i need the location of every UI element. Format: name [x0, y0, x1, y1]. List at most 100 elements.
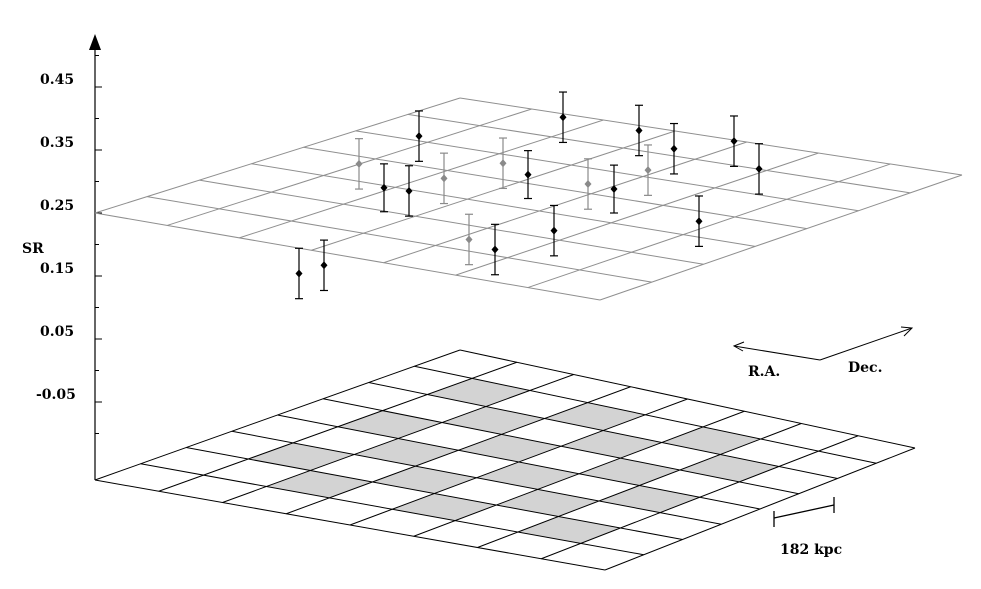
- top-grid-line: [303, 146, 807, 230]
- bottom-grid-line: [413, 410, 745, 537]
- data-point: [440, 152, 448, 205]
- bottom-grid-shaded-cell: [560, 430, 662, 459]
- dec-arrow-head: [900, 326, 914, 337]
- data-point: [380, 163, 388, 213]
- axes: 0.450.350.250.150.05-0.05: [36, 34, 102, 480]
- y-tick-label: -0.05: [36, 387, 76, 403]
- top-grid-line: [527, 163, 891, 289]
- point-marker: [730, 137, 738, 146]
- bottom-grid-shaded-cell: [517, 516, 621, 544]
- scale-bar-label: 182 kpc: [780, 542, 842, 558]
- data-point: [635, 104, 643, 157]
- direction-indicator: R.A. Dec.: [732, 326, 914, 380]
- top-grid-line: [383, 141, 748, 264]
- point-marker: [695, 217, 703, 226]
- data-point: [559, 91, 567, 144]
- point-marker: [440, 174, 448, 183]
- point-marker: [610, 185, 618, 194]
- bottom-grid-shaded-cell: [679, 454, 779, 482]
- bottom-grid-shaded-cell: [427, 378, 530, 407]
- y-tick-label: 0.05: [40, 324, 74, 340]
- bottom-grid-line: [323, 398, 799, 495]
- point-marker: [644, 166, 652, 175]
- data-point: [584, 158, 592, 210]
- data-point: [295, 247, 303, 300]
- point-marker: [584, 180, 592, 189]
- data-point: [465, 213, 473, 266]
- top-grid-plane: [94, 97, 963, 301]
- top-grid-line: [94, 97, 461, 214]
- data-points: [295, 91, 763, 300]
- bottom-grid-shaded-cell: [337, 410, 443, 439]
- bottom-grid-shaded-cell: [544, 402, 646, 431]
- data-point: [405, 165, 413, 217]
- point-marker: [524, 170, 532, 179]
- bottom-grid-shaded-cell: [496, 489, 599, 517]
- scale-bar: 182 kpc: [773, 497, 842, 558]
- data-point: [415, 110, 423, 162]
- bottom-grid-shaded-cell: [661, 426, 761, 455]
- bottom-grid-shaded-cell: [442, 406, 545, 435]
- data-point: [320, 239, 328, 292]
- point-marker: [295, 269, 303, 278]
- y-tick-label: 0.15: [40, 261, 74, 277]
- data-point: [670, 122, 678, 175]
- top-grid-line: [407, 113, 911, 194]
- ra-arrow-head: [732, 341, 745, 352]
- point-marker: [491, 245, 499, 254]
- data-point: [610, 164, 618, 214]
- bottom-grid-line: [541, 435, 859, 560]
- data-point: [755, 143, 763, 195]
- bottom-grid-shaded-cell: [458, 434, 561, 462]
- data-point: [695, 195, 703, 247]
- bottom-grid-shaded-cell: [598, 485, 700, 513]
- top-grid-line: [355, 130, 859, 212]
- bottom-grid-shaded-cell: [266, 470, 373, 498]
- point-marker: [320, 261, 328, 270]
- top-grid-line: [199, 179, 704, 265]
- point-marker: [465, 235, 473, 244]
- top-grid-line: [455, 152, 819, 276]
- point-marker: [355, 159, 363, 168]
- bottom-grid-line: [604, 447, 916, 571]
- data-point: [524, 150, 532, 200]
- ra-label: R.A.: [748, 364, 780, 380]
- bottom-grid-line: [459, 349, 916, 449]
- ra-arrow-line: [733, 345, 821, 361]
- bottom-grid-line: [414, 365, 877, 464]
- bottom-grid-line: [277, 414, 761, 510]
- top-grid-line: [599, 174, 963, 301]
- top-grid-line: [147, 196, 652, 283]
- bottom-grid-shaded-cell: [354, 438, 459, 467]
- bottom-grid-shaded-cell: [372, 466, 477, 494]
- dec-arrow-line: [819, 327, 913, 361]
- y-axis-arrowhead: [89, 34, 101, 50]
- point-marker: [380, 183, 388, 192]
- point-marker: [755, 164, 763, 173]
- y-tick-label: 0.25: [40, 198, 74, 214]
- top-grid-line: [311, 130, 676, 251]
- bottom-grid-line: [368, 382, 838, 479]
- data-point: [491, 223, 499, 276]
- top-grid-line: [251, 163, 756, 247]
- data-point: [355, 138, 363, 190]
- point-marker: [635, 126, 643, 135]
- data-point: [550, 204, 558, 257]
- y-tick-label: 0.35: [40, 135, 74, 151]
- point-marker: [405, 186, 413, 195]
- data-point: [499, 137, 507, 190]
- bottom-grid-shaded-cell: [248, 442, 355, 471]
- top-grid-line: [94, 212, 601, 301]
- top-grid-line: [239, 119, 604, 239]
- dec-label: Dec.: [848, 360, 882, 376]
- svg-text:SR: SR: [22, 241, 44, 257]
- point-marker: [499, 159, 507, 168]
- bottom-grid-line: [477, 423, 802, 548]
- point-marker: [550, 226, 558, 235]
- point-marker: [670, 144, 678, 153]
- data-point: [644, 144, 652, 196]
- data-point: [730, 115, 738, 167]
- bottom-grid-shaded-cell: [476, 462, 580, 490]
- point-marker: [559, 113, 567, 122]
